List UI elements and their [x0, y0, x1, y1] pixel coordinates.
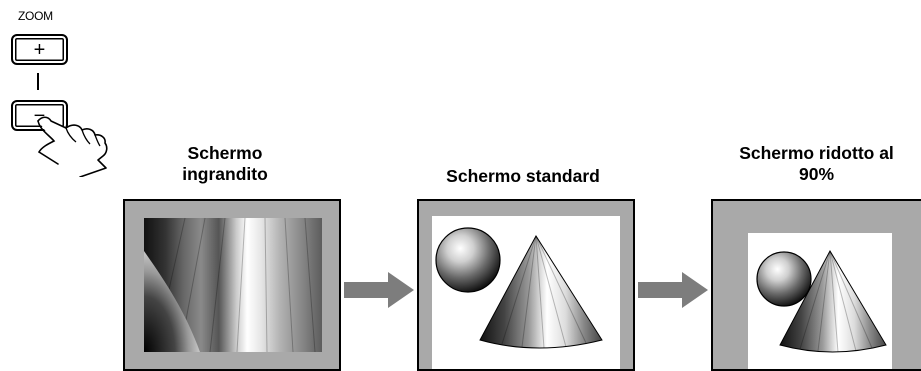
standard-image-area: [432, 216, 620, 369]
caption-reduced-line2: 90%: [798, 164, 835, 184]
sphere-cone-illustration: [435, 227, 603, 349]
caption-reduced-line1: Schermo ridotto al: [739, 143, 894, 163]
caption-enlarged-line2: ingrandito: [182, 164, 268, 184]
caption-standard-line1: Schermo standard: [446, 166, 600, 186]
enlarged-cone-detail: [144, 217, 322, 353]
right-arrow-icon: [638, 272, 708, 308]
reduced-screen: [711, 199, 921, 371]
right-arrow-icon: [344, 272, 414, 308]
zoom-plus-button[interactable]: +: [11, 34, 68, 65]
standard-screen: [417, 199, 635, 371]
button-separator: [37, 73, 39, 90]
zoom-label: ZOOM: [18, 9, 53, 23]
plus-symbol: +: [33, 38, 46, 61]
caption-enlarged: Schermo ingrandito: [165, 143, 285, 185]
sphere-cone-illustration-small: [756, 249, 887, 353]
caption-standard: Schermo standard: [408, 166, 638, 187]
enlarged-screen: [123, 199, 341, 371]
caption-reduced: Schermo ridotto al 90%: [712, 143, 921, 185]
minus-symbol: −: [33, 104, 46, 127]
pointing-hand-icon: [37, 116, 108, 177]
reduced-image-area: [748, 233, 892, 369]
caption-enlarged-line1: Schermo: [187, 143, 263, 163]
